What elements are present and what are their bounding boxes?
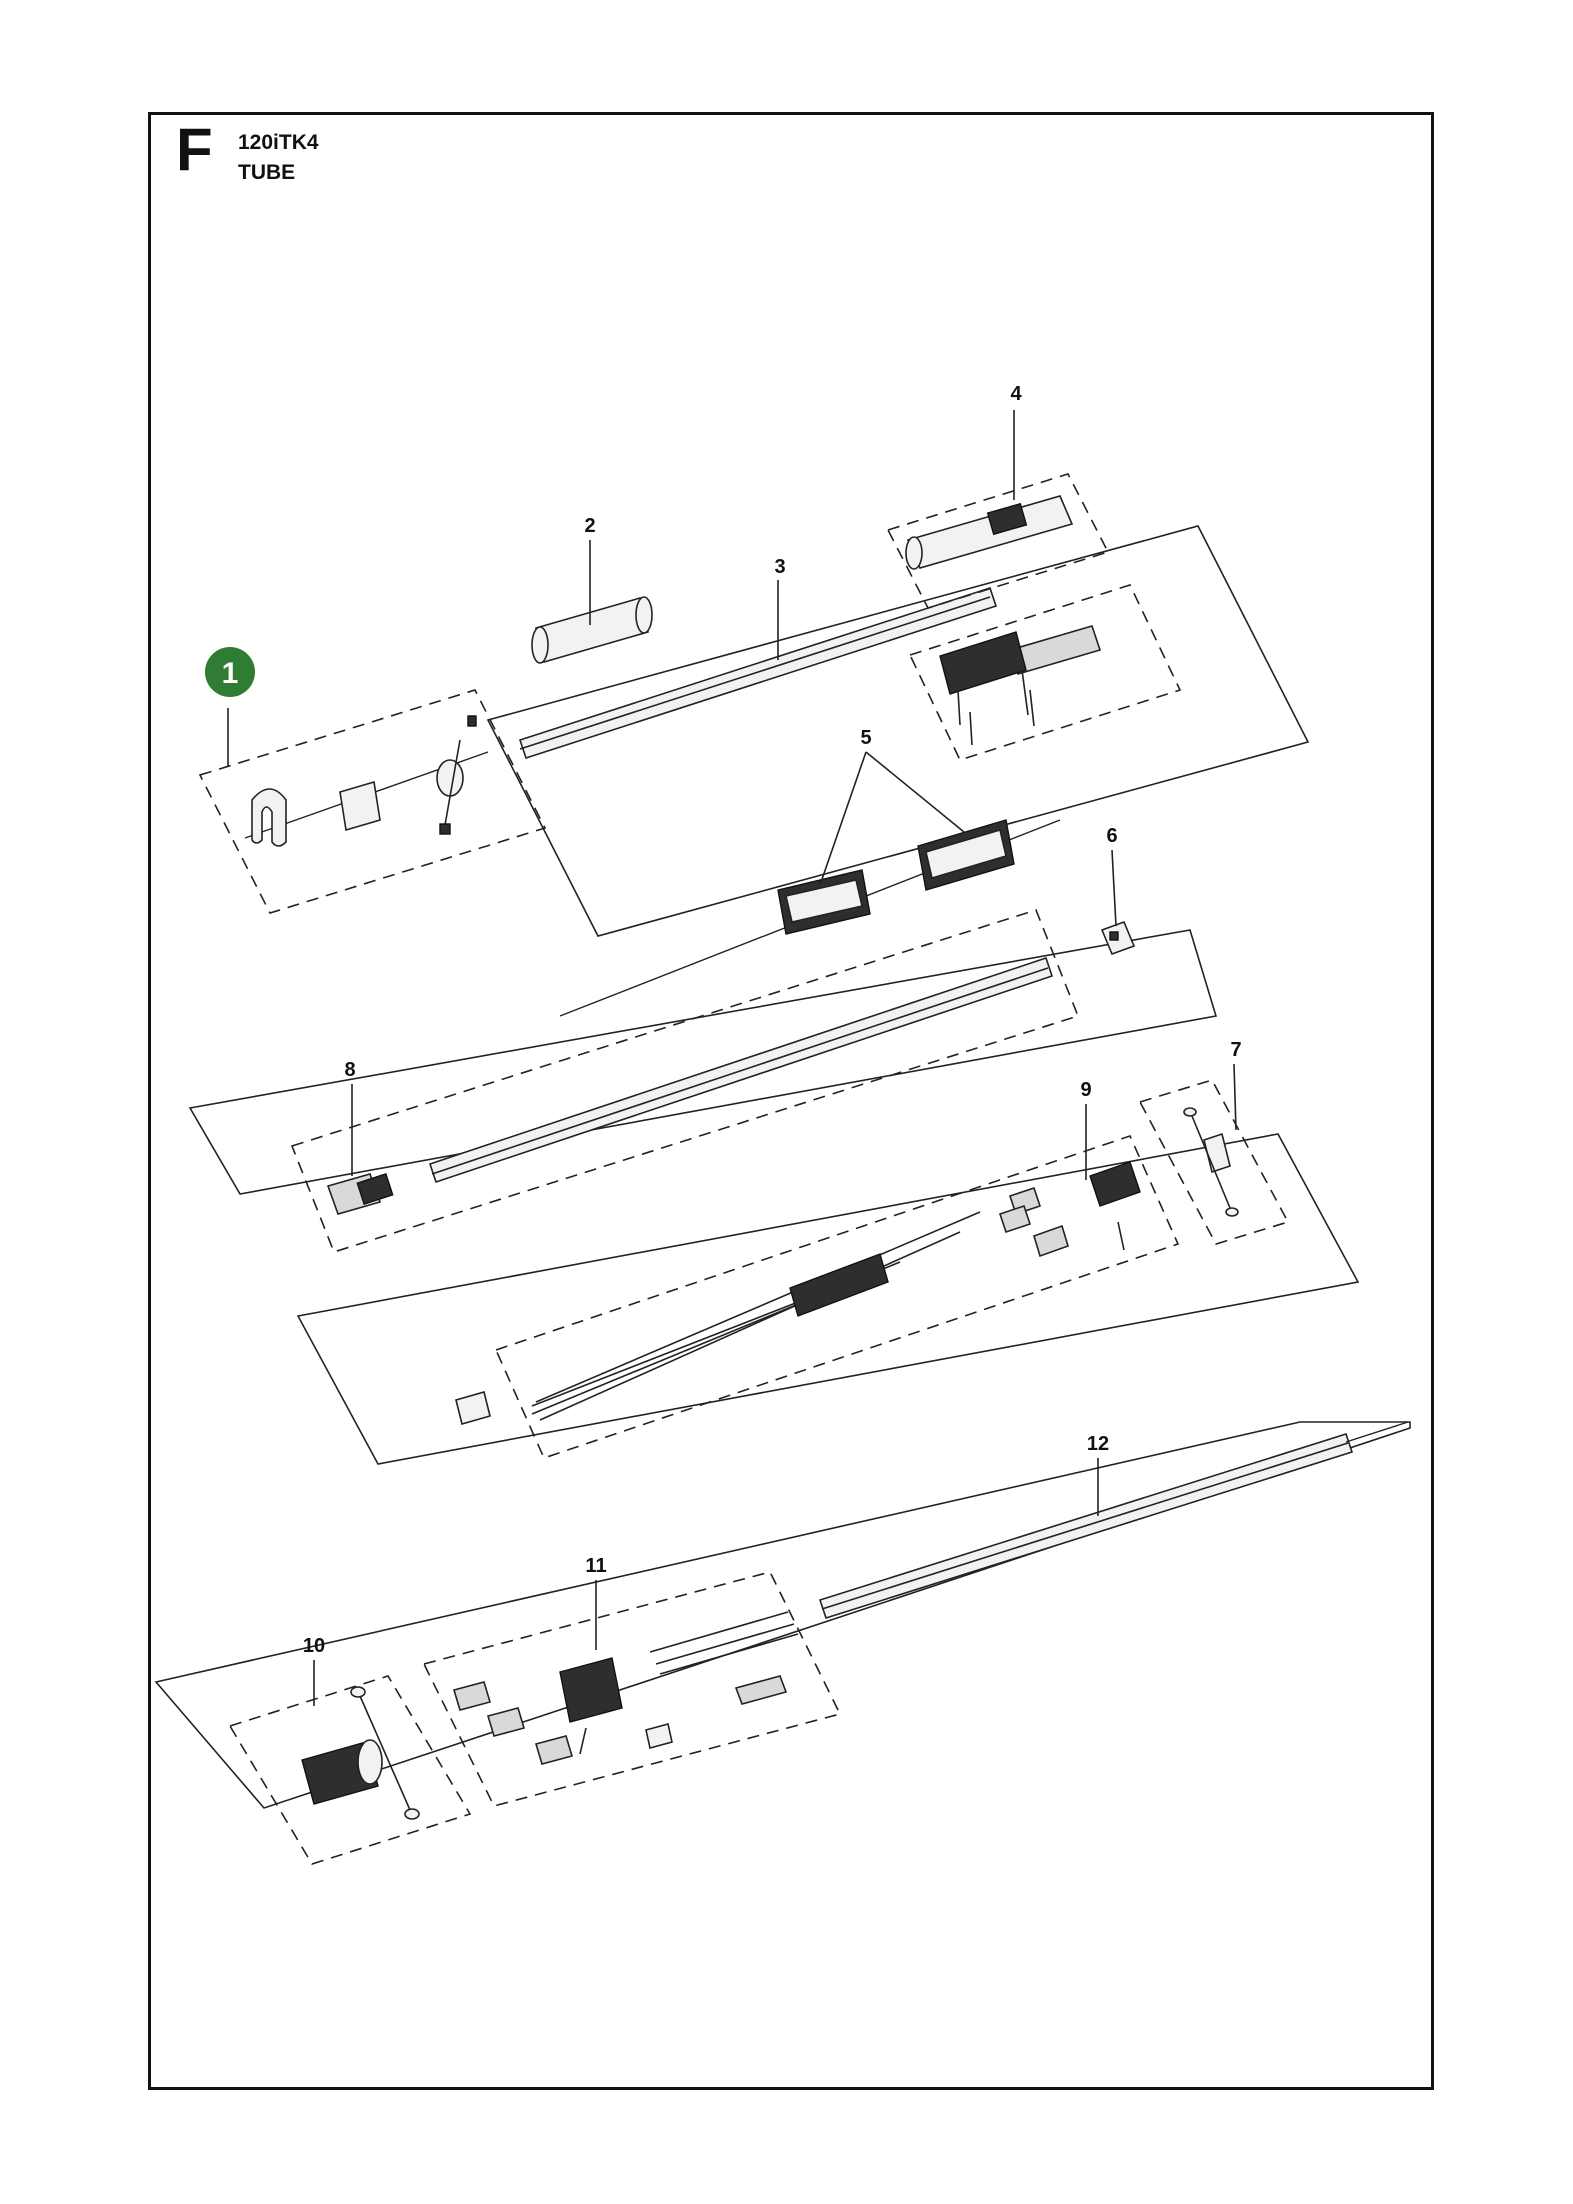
callout-leaders [227,410,1237,1706]
upper-tube-plane [486,525,1310,937]
callout-5: 5 [860,727,871,749]
part-8-group[interactable] [290,909,1080,1253]
callout-badge-1[interactable]: 1 [205,647,255,697]
part-1-group[interactable] [198,689,547,914]
callout-10: 10 [303,1635,325,1657]
badge-number: 1 [222,657,239,690]
drawing-frame [148,112,1434,2090]
lower-tube-plane [154,1421,1411,1809]
section-letter: F [176,116,213,183]
model-name: 120iTK4 [238,131,319,154]
part-6-clip[interactable] [1100,920,1136,956]
callout-2: 2 [584,515,595,537]
callout-6: 6 [1106,825,1117,847]
badge-circle [205,647,255,697]
part-2-sleeve[interactable] [531,596,653,664]
part-4-housing-group[interactable] [908,584,1182,761]
callout-12: 12 [1087,1433,1109,1455]
part-9-group[interactable] [494,1135,1180,1459]
part-11-group[interactable] [422,1571,842,1807]
wiring-plane [296,1133,1360,1465]
callout-4: 4 [1010,383,1022,405]
part-7-group[interactable] [1138,1079,1290,1245]
callout-8: 8 [344,1059,355,1081]
callout-3: 3 [774,556,785,578]
middle-tube-plane [188,819,1218,1195]
connector-block [455,1391,491,1425]
callout-7: 7 [1230,1039,1241,1061]
part-5-grips[interactable] [777,819,1015,935]
part-4-group[interactable] [886,473,1110,609]
callout-11: 11 [585,1555,606,1577]
callout-9: 9 [1080,1079,1091,1101]
part-12-lower-tube[interactable] [818,1421,1409,1619]
diagram-title: TUBE [238,161,296,184]
part-10-group[interactable] [228,1675,472,1865]
part-3-upper-tube[interactable] [518,586,998,760]
